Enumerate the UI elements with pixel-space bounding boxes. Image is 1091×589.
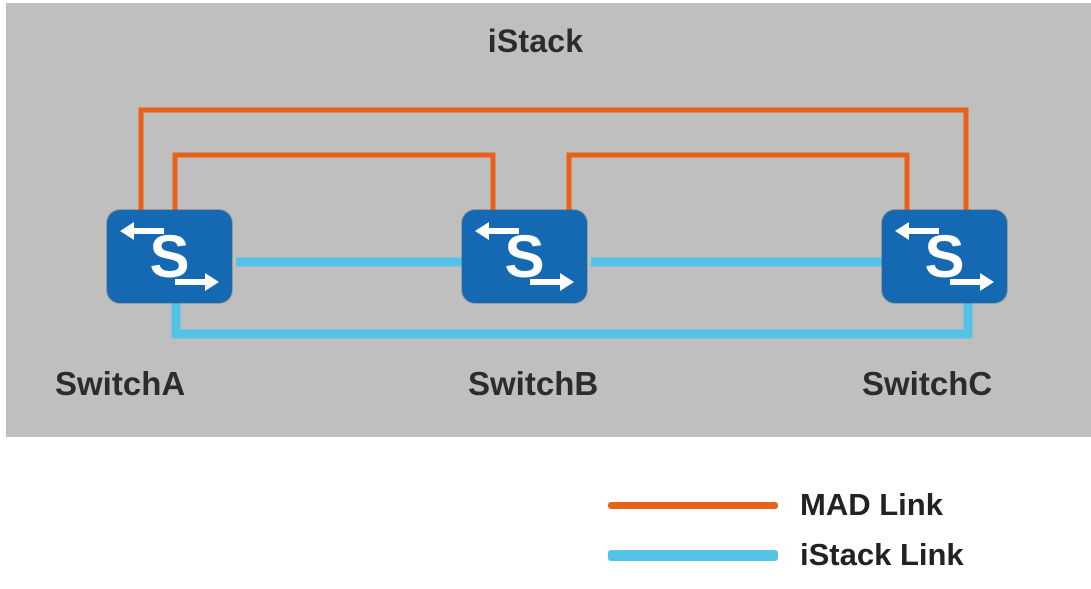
legend-label: iStack Link xyxy=(800,537,964,572)
arrow-right-icon xyxy=(949,271,995,293)
switch-glyph: S xyxy=(504,223,545,290)
switch-node-switchA[interactable]: S xyxy=(107,210,232,303)
istack-link-swatch xyxy=(608,549,778,561)
legend-row-1: iStack Link xyxy=(608,530,1038,580)
arrow-left-icon xyxy=(119,220,165,242)
node-label-switchB: SwitchB xyxy=(468,365,599,402)
switch-node-switchB[interactable]: S xyxy=(462,210,587,303)
arrow-left-icon xyxy=(894,220,940,242)
mad-link-swatch xyxy=(608,501,778,509)
node-label-switchA: SwitchA xyxy=(55,365,186,402)
page-title: iStack xyxy=(487,23,584,59)
topology-panel: iStack S SwitchA S SwitchB S SwitchC xyxy=(6,3,1091,437)
link-istack-a-c xyxy=(171,303,973,339)
arrow-right-icon xyxy=(529,271,575,293)
legend-row-0: MAD Link xyxy=(608,480,1038,530)
link-mad-a-c-outer xyxy=(138,107,969,216)
node-label-switchC: SwitchC xyxy=(862,365,993,402)
arrow-left-icon xyxy=(474,220,520,242)
link-mad-a-b xyxy=(172,152,496,216)
arrow-right-icon xyxy=(174,271,220,293)
switch-glyph: S xyxy=(149,223,190,290)
legend: MAD Link iStack Link xyxy=(608,480,1038,580)
switch-node-switchC[interactable]: S xyxy=(882,210,1007,303)
legend-label: MAD Link xyxy=(800,487,943,522)
link-mad-b-c xyxy=(566,152,910,216)
switch-glyph: S xyxy=(924,223,965,290)
link-lines-layer xyxy=(138,107,973,339)
